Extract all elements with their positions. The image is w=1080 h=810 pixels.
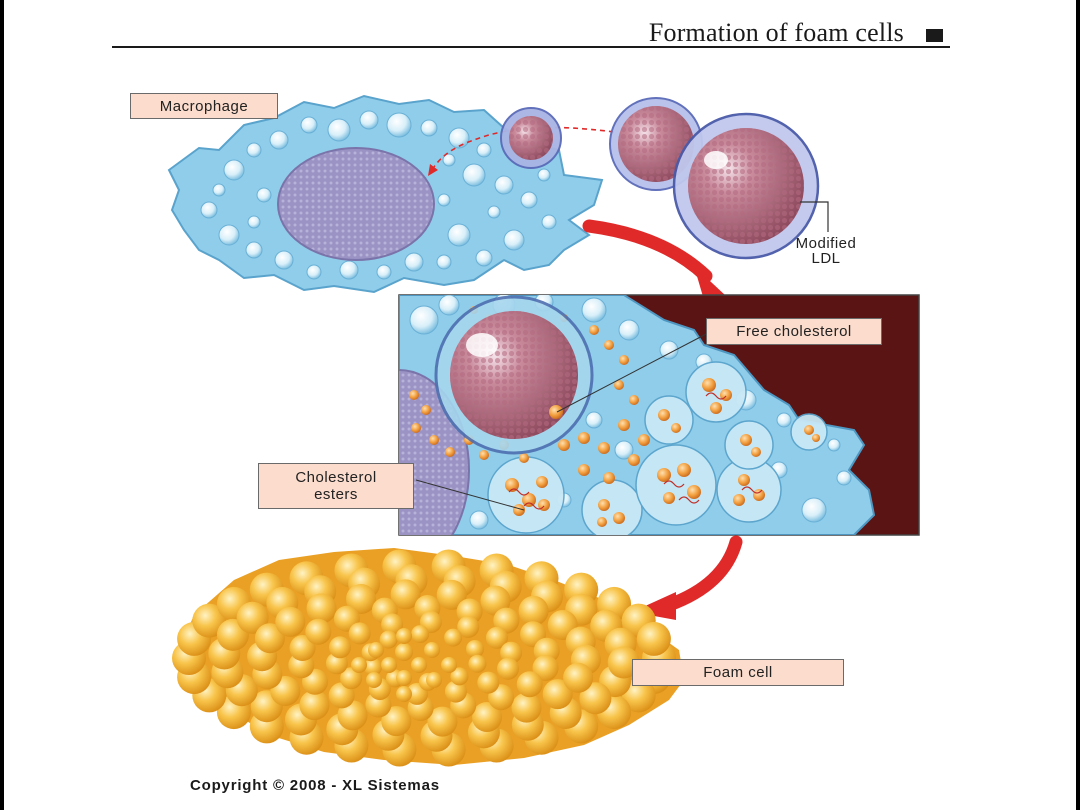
foam-droplet: [468, 654, 487, 673]
label-modified-ldl-line2: LDL: [811, 250, 841, 267]
uptake-arrowhead: [428, 164, 438, 176]
foam-droplet: [579, 682, 612, 715]
foam-droplet: [328, 682, 355, 709]
foam-droplet: [607, 646, 640, 679]
foam-droplet: [364, 658, 382, 676]
label-cholesterol-esters-line1: Cholesterol: [295, 469, 377, 486]
label-cholesterol-esters: Cholesterol esters: [258, 463, 414, 509]
flow-arrowhead-1: [694, 266, 726, 300]
foam-droplet: [457, 615, 480, 638]
foam-droplet: [477, 671, 500, 694]
foam-droplet: [306, 593, 337, 624]
copyright-text: Copyright © 2008 - XL Sistemas: [190, 777, 440, 794]
foam-droplet: [485, 626, 508, 649]
foam-droplet: [450, 667, 469, 686]
foam-droplet: [427, 706, 458, 737]
nucleus: [277, 147, 435, 261]
foam-droplet: [493, 607, 520, 634]
foam-droplet: [381, 706, 412, 737]
label-macrophage: Macrophage: [130, 93, 278, 119]
label-cholesterol-esters-line2: esters: [314, 486, 358, 503]
foam-droplet: [348, 622, 371, 645]
foam-droplet: [518, 595, 549, 626]
label-modified-ldl-line1: Modified: [795, 235, 857, 252]
label-modified-ldl: Modified LDL: [776, 236, 876, 266]
foam-droplet: [511, 692, 542, 723]
foam-droplet: [289, 635, 316, 661]
foam-cell-diagram: [167, 94, 920, 767]
foam-cell: [172, 548, 684, 767]
foam-droplet: [254, 623, 285, 654]
foam-droplet: [532, 655, 559, 681]
foam-droplet: [379, 630, 398, 649]
foam-droplet: [299, 690, 330, 721]
foam-droplet: [497, 657, 519, 680]
page-title: Formation of foam cells: [648, 18, 904, 47]
macrophage-cell: [167, 94, 604, 294]
zoom-panel: [398, 294, 920, 536]
foam-droplet: [411, 625, 430, 644]
flow-arrow-2: [662, 535, 743, 612]
free-cholesterol-leader: [556, 331, 711, 413]
foam-droplet: [516, 671, 543, 698]
title-rule: [112, 46, 950, 48]
label-free-cholesterol: Free cholesterol: [706, 318, 882, 345]
foam-droplet: [340, 667, 363, 690]
foam-droplet: [472, 702, 502, 732]
foam-droplet: [390, 579, 421, 610]
slide-page: Formation of foam cells: [4, 0, 1076, 810]
foam-droplet: [542, 679, 573, 710]
foam-droplet: [329, 636, 351, 659]
ldl-particles: [500, 97, 820, 260]
foam-droplet: [192, 603, 227, 638]
esters-leader: [415, 479, 525, 511]
foam-droplet: [563, 662, 594, 693]
foam-droplet: [466, 640, 484, 658]
foam-droplet: [444, 680, 467, 703]
label-foam-cell: Foam cell: [632, 659, 844, 686]
foam-droplet: [275, 606, 306, 637]
foam-droplet: [305, 618, 332, 645]
foam-droplet: [436, 579, 467, 610]
foam-droplet: [346, 584, 376, 614]
foam-droplet: [621, 678, 656, 713]
foam-droplet: [381, 613, 404, 636]
title-square-icon: [926, 29, 943, 42]
flow-arrow-1: [582, 219, 713, 283]
foam-droplet: [444, 628, 463, 647]
foam-droplet: [236, 601, 269, 634]
foam-droplet: [636, 621, 671, 656]
ldl-leader-line: [800, 201, 829, 232]
